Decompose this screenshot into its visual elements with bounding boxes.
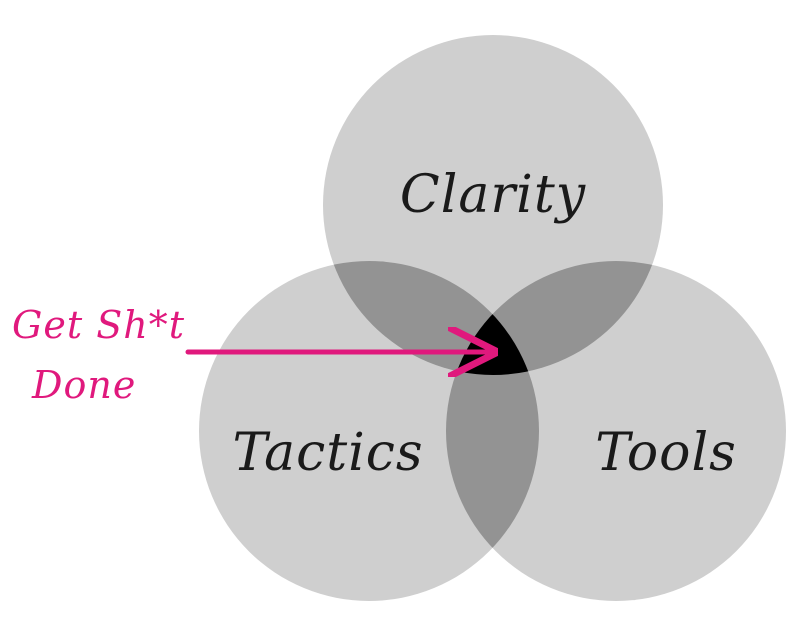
label-clarity: Clarity — [400, 165, 586, 225]
overlap-clarity-tools — [446, 261, 663, 375]
label-tactics: Tactics — [232, 423, 423, 483]
callout-line-1: Get Sh*t — [12, 303, 185, 347]
label-tools: Tools — [595, 423, 737, 483]
callout-line-2: Done — [31, 363, 136, 407]
